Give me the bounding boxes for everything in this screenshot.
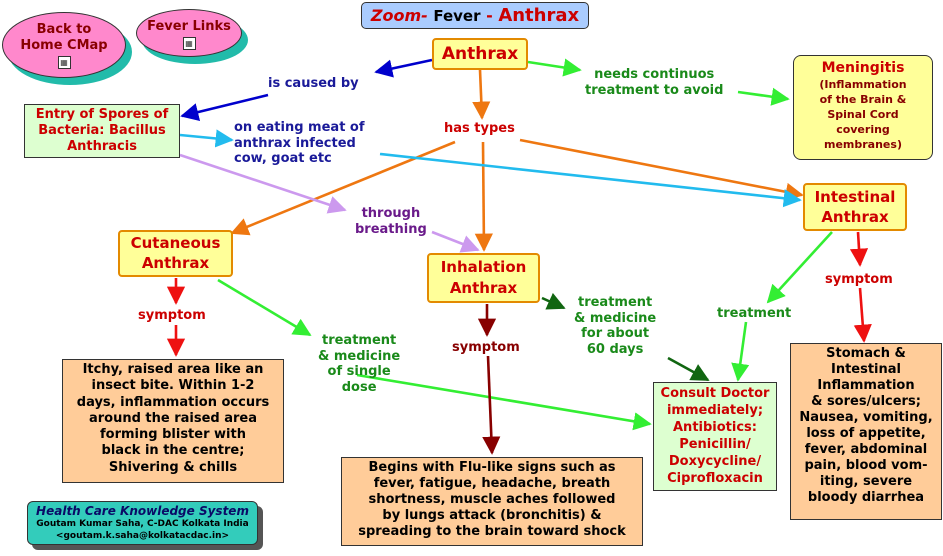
link-entry-eating bbox=[179, 129, 234, 148]
node-anthrax[interactable]: Anthrax bbox=[432, 38, 528, 70]
link-treatment-consult bbox=[356, 373, 652, 431]
label-symptom-intestinal: symptom bbox=[825, 272, 893, 287]
label-symptom-cutaneous: symptom bbox=[138, 308, 206, 323]
link-treatment-consult-2 bbox=[667, 356, 710, 382]
link-treatment-consult-3 bbox=[731, 321, 750, 382]
link-symptom-intsymptom bbox=[853, 287, 872, 343]
page-title: Zoom- Fever - Anthrax bbox=[361, 2, 589, 29]
node-intestinal-anthrax[interactable]: Intestinal Anthrax bbox=[803, 183, 907, 231]
node-consult-doctor[interactable]: Consult Doctor immediately; Antibiotics:… bbox=[653, 382, 777, 491]
back-home-button[interactable]: Back to Home CMap ▦ bbox=[2, 12, 126, 78]
label-treatment-intestinal: treatment bbox=[717, 306, 792, 321]
label-treatment-inhalation: treatment & medicine for about 60 days bbox=[574, 295, 657, 357]
label-treatment-cutaneous: treatment & medicine of single dose bbox=[318, 333, 401, 395]
link-symptom-inhsymptom bbox=[482, 355, 501, 455]
credit-title: Health Care Knowledge System bbox=[36, 504, 249, 518]
node-cutaneous-anthrax[interactable]: Cutaneous Anthrax bbox=[118, 230, 233, 277]
fever-links-button[interactable]: Fever Links ▦ bbox=[136, 9, 242, 57]
meningitis-desc: (Inflammation of the Brain & Spinal Cord… bbox=[819, 78, 907, 151]
link-anthrax-causedby bbox=[374, 58, 433, 78]
link-inhalation-treatment bbox=[541, 292, 566, 310]
label-on-eating-meat: on eating meat of anthrax infected cow, … bbox=[234, 120, 365, 167]
label-symptom-inhalation: symptom bbox=[452, 340, 520, 355]
title-dash: - bbox=[486, 6, 493, 25]
node-inhalation-anthrax[interactable]: Inhalation Anthrax bbox=[427, 253, 540, 303]
node-meningitis[interactable]: Meningitis (Inflammation of the Brain & … bbox=[793, 55, 933, 160]
link-needs-meningitis bbox=[737, 87, 790, 106]
link-anthrax-hastypes bbox=[472, 69, 491, 120]
link-breathing-inhalation bbox=[431, 230, 480, 253]
label-has-types: has types bbox=[444, 121, 515, 136]
title-main: Anthrax bbox=[498, 5, 580, 26]
cmap-link-icon[interactable]: ▦ bbox=[182, 37, 196, 50]
cmap-link-icon[interactable]: ▦ bbox=[57, 56, 71, 69]
title-fever: Fever bbox=[433, 7, 481, 25]
link-intestinal-symptom bbox=[849, 231, 869, 267]
link-anthrax-needs bbox=[527, 58, 582, 77]
node-cutaneous-symptoms[interactable]: Itchy, raised area like an insect bite. … bbox=[62, 359, 284, 483]
label-through-breathing: through breathing bbox=[355, 206, 427, 237]
back-home-label: Back to Home CMap bbox=[20, 22, 108, 53]
credit-box: Health Care Knowledge System Goutam Kuma… bbox=[27, 501, 258, 545]
label-is-caused-by: is caused by bbox=[268, 76, 359, 91]
label-needs-treatment: needs continuos treatment to avoid bbox=[585, 67, 724, 98]
credit-author: Goutam Kumar Saha, C-DAC Kolkata India bbox=[36, 519, 249, 529]
credit-email[interactable]: <goutam.k.saha@kolkatacdac.in> bbox=[55, 531, 230, 541]
meningitis-title: Meningitis bbox=[821, 60, 905, 76]
link-intestinal-treatment bbox=[766, 231, 833, 304]
node-inhalation-symptoms[interactable]: Begins with Flu-like signs such as fever… bbox=[341, 457, 643, 546]
link-cutaneous-treatment bbox=[217, 278, 312, 337]
link-eating-intestinal bbox=[379, 152, 802, 208]
node-entry-of-spores[interactable]: Entry of Spores of Bacteria: Bacillus An… bbox=[24, 104, 180, 158]
title-zoom: Zoom- bbox=[370, 6, 428, 25]
link-hastypes-intestinal bbox=[519, 138, 804, 201]
node-intestinal-symptoms[interactable]: Stomach & Intestinal Inflammation & sore… bbox=[790, 343, 942, 520]
link-entry-breathing bbox=[179, 153, 347, 214]
fever-links-label: Fever Links bbox=[147, 19, 231, 34]
link-hastypes-inhalation bbox=[474, 141, 493, 252]
link-causedby-entry bbox=[180, 93, 269, 121]
